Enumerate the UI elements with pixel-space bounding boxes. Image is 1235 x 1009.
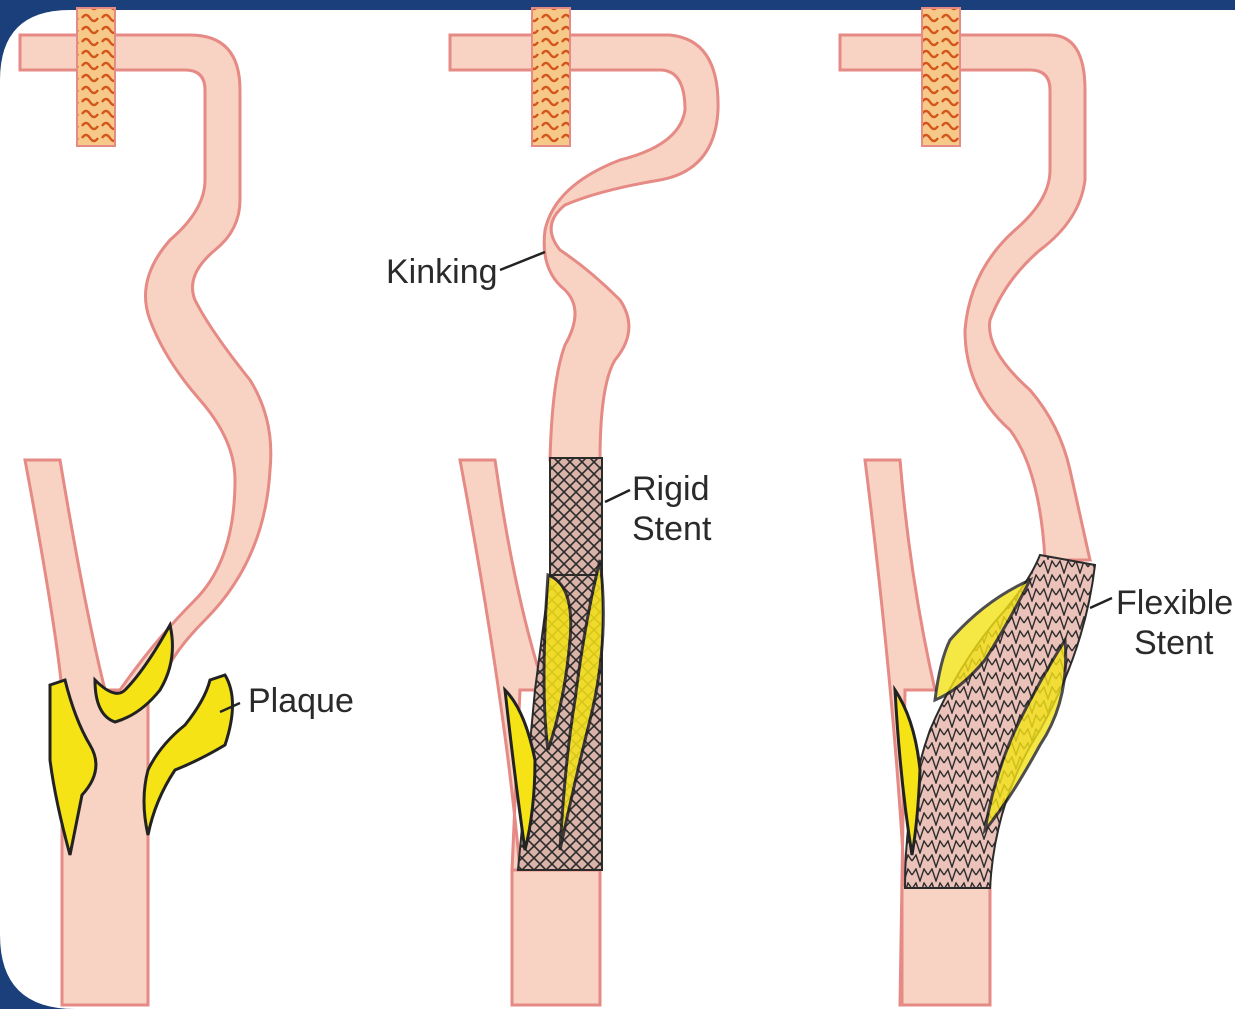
vertebra-1 <box>77 8 115 146</box>
flexible-stent-label-line2: Stent <box>1134 624 1214 662</box>
plaque-label: Plaque <box>248 682 354 720</box>
vessel-2-base <box>512 870 600 1005</box>
flexible-stent-label-line1: Flexible <box>1116 584 1233 622</box>
vertebra-2 <box>532 8 570 146</box>
kinking-label: Kinking <box>386 253 498 291</box>
vessel-3-base <box>902 885 990 1005</box>
rigid-stent-label-line1: Rigid <box>632 470 709 508</box>
rigid-stent-label-line2: Stent <box>632 510 712 548</box>
rigid-stent-upper <box>550 458 602 578</box>
vertebra-3 <box>922 8 960 146</box>
